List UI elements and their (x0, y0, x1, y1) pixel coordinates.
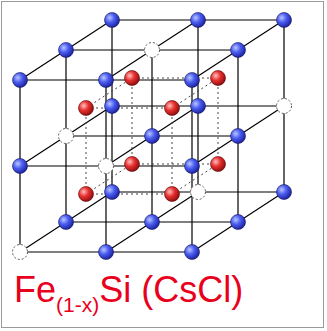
lattice-line (112, 191, 198, 192)
lattice-line (66, 221, 152, 222)
lattice-line (198, 105, 284, 106)
fe-atom (185, 159, 200, 174)
lattice-line (112, 105, 198, 106)
fe-atom (277, 185, 292, 200)
lattice-line (237, 136, 238, 222)
lattice-line (111, 20, 112, 106)
vacancy-site (145, 43, 160, 58)
lattice-line (238, 192, 284, 222)
lattice-line (132, 78, 218, 79)
lattice-line (106, 165, 192, 166)
fe-atom (105, 185, 120, 200)
si-atom (165, 101, 180, 116)
fe-atom (185, 73, 200, 88)
fe-atom (277, 13, 292, 28)
lattice-line (20, 50, 66, 80)
lattice-line (283, 20, 284, 106)
lattice-line (152, 135, 238, 136)
vacancy-site (13, 245, 28, 260)
lattice-line (198, 191, 284, 192)
lattice-line (20, 136, 66, 166)
fe-atom (99, 73, 114, 88)
lattice-line (66, 135, 152, 136)
lattice-line (111, 106, 112, 192)
fe-atom (145, 215, 160, 230)
fe-atom (231, 129, 246, 144)
formula-text: Si (CsCl) (99, 269, 243, 310)
lattice-line (106, 251, 192, 252)
si-atom (79, 187, 94, 202)
lattice-line (172, 108, 173, 194)
si-atom (79, 101, 94, 116)
lattice-line (283, 106, 284, 192)
formula-label: Fe(1-x)Si (CsCl) (14, 268, 243, 317)
lattice-line (105, 80, 106, 166)
fe-atom (105, 99, 120, 114)
fe-atom (13, 159, 28, 174)
lattice-line (197, 106, 198, 192)
lattice-line (20, 251, 106, 252)
formula-text: Fe (14, 269, 56, 310)
lattice-line (65, 136, 66, 222)
fe-atom (191, 99, 206, 114)
si-atom (165, 187, 180, 202)
lattice-line (198, 19, 284, 20)
lattice-line (152, 20, 198, 50)
lattice-line (65, 50, 66, 136)
vacancy-site (277, 99, 292, 114)
fe-atom (231, 215, 246, 230)
fe-atom (145, 129, 160, 144)
fe-atom (13, 73, 28, 88)
si-atom (125, 71, 140, 86)
lattice-line (20, 165, 106, 166)
lattice-line (106, 79, 192, 80)
lattice-line (151, 50, 152, 136)
fe-atom (105, 13, 120, 28)
lattice-line (86, 108, 172, 109)
lattice-line (112, 19, 198, 20)
lattice-line (86, 108, 87, 194)
lattice-line (218, 78, 219, 164)
fe-atom (59, 43, 74, 58)
si-atom (211, 71, 226, 86)
lattice-line (66, 20, 112, 50)
lattice-line (192, 222, 238, 252)
vacancy-site (59, 129, 74, 144)
fe-atom (185, 245, 200, 260)
fe-atom (59, 215, 74, 230)
lattice-line (66, 49, 152, 50)
lattice-line (152, 221, 238, 222)
lattice-line (191, 80, 192, 166)
formula-subscript: (1-x) (56, 293, 99, 316)
lattice-line (197, 20, 198, 106)
lattice-line (105, 166, 106, 252)
lattice-line (238, 20, 284, 50)
vacancy-site (191, 185, 206, 200)
fe-atom (191, 13, 206, 28)
lattice-line (106, 222, 152, 252)
lattice-line (19, 166, 20, 252)
lattice-line (19, 80, 20, 166)
lattice-line (20, 222, 66, 252)
lattice-line (237, 50, 238, 136)
lattice-line (86, 194, 172, 195)
si-atom (211, 157, 226, 172)
si-atom (125, 157, 140, 172)
lattice-line (132, 164, 218, 165)
lattice-line (132, 78, 133, 164)
lattice-line (191, 166, 192, 252)
vacancy-site (99, 159, 114, 174)
fe-atom (99, 245, 114, 260)
lattice-line (20, 79, 106, 80)
lattice-line (151, 136, 152, 222)
fe-atom (231, 43, 246, 58)
lattice-line (152, 49, 238, 50)
lattice-line (238, 106, 284, 136)
